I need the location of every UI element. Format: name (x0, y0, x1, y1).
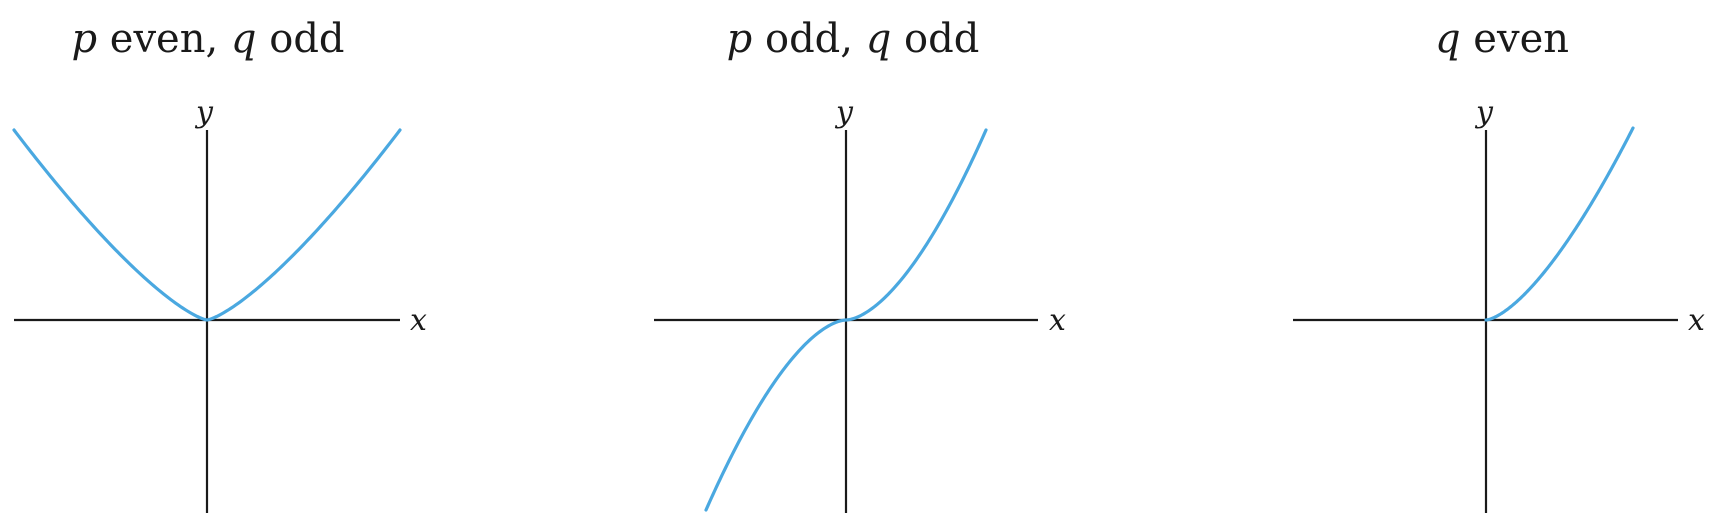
y-axis-label: y (834, 95, 854, 130)
y-axis-label: y (1474, 95, 1494, 130)
panel-q-even: q even x y (1293, 16, 1705, 513)
panel-p-even-q-odd: p even, q odd x y (12, 16, 427, 513)
function-curve (12, 128, 402, 322)
title-text: even (1461, 16, 1569, 62)
title-text: odd (891, 16, 979, 62)
title-text: odd, (752, 16, 865, 62)
x-axis-label: x (1049, 303, 1066, 338)
title-text: even, (97, 16, 231, 62)
panel-title: q even (1435, 16, 1569, 62)
title-text: odd (257, 16, 345, 62)
function-curve (704, 128, 988, 512)
panel-title: p even, q odd (71, 16, 344, 62)
panel-p-odd-q-odd: p odd, q odd x y (654, 16, 1066, 513)
title-var-q: q (1435, 16, 1461, 62)
title-var-p: p (727, 16, 753, 62)
panel-title: p odd, q odd (727, 16, 980, 62)
x-axis-label: x (1688, 303, 1705, 338)
title-var-q: q (866, 16, 892, 62)
title-var-p: p (71, 16, 97, 62)
function-curve (1484, 126, 1635, 322)
x-axis-label: x (410, 303, 427, 338)
title-var-q: q (231, 16, 257, 62)
y-axis-label: y (194, 95, 214, 130)
